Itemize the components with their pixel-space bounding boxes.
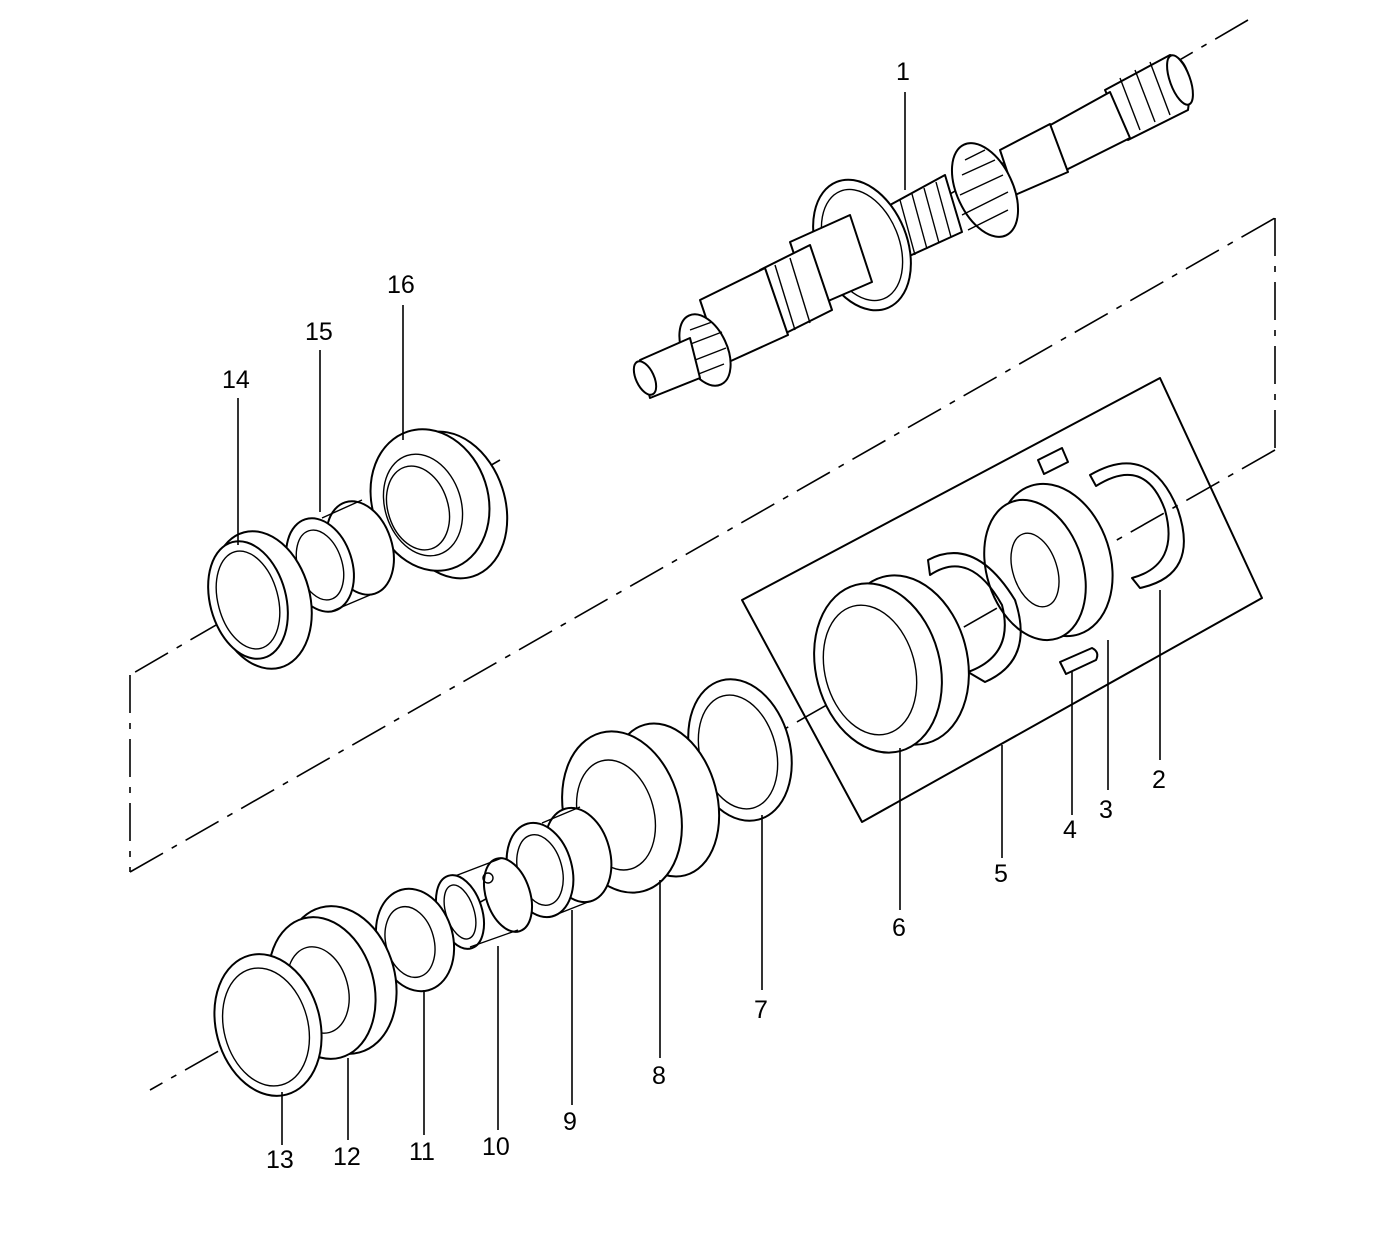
- callout-3: 3: [1099, 796, 1113, 824]
- callout-12: 12: [333, 1143, 361, 1171]
- callout-9: 9: [563, 1108, 577, 1136]
- synchronizer-ring-14: [207, 530, 313, 670]
- gear-16: [369, 428, 509, 580]
- main-shaft: [632, 54, 1194, 399]
- keys-4: [1037, 447, 1099, 675]
- callout-16: 16: [387, 271, 415, 299]
- callout-11: 11: [409, 1138, 435, 1166]
- callout-4: 4: [1063, 816, 1077, 844]
- shim-13: [213, 953, 323, 1097]
- callout-1: 1: [896, 58, 910, 86]
- synchronizer-hub-3: [983, 482, 1114, 642]
- assembly-frame-5: [741, 377, 1263, 823]
- callout-13: 13: [266, 1146, 294, 1174]
- sliding-sleeve-6: [813, 574, 970, 754]
- callout-15: 15: [305, 318, 333, 346]
- callout-8: 8: [652, 1062, 666, 1090]
- callout-10: 10: [482, 1133, 510, 1161]
- callout-labels: 1 2 3 4 5 6 7 8 9 10 11 12 13 14 15 16: [222, 58, 1166, 1174]
- gear-8: [561, 722, 721, 894]
- callout-14: 14: [222, 366, 250, 394]
- snap-ring-2: [1089, 462, 1185, 589]
- callout-5: 5: [994, 860, 1008, 888]
- callout-2: 2: [1152, 766, 1166, 794]
- leader-lines: [237, 92, 1161, 1145]
- callout-6: 6: [892, 914, 906, 942]
- callout-7: 7: [754, 996, 768, 1024]
- spring-ring: [927, 552, 1022, 683]
